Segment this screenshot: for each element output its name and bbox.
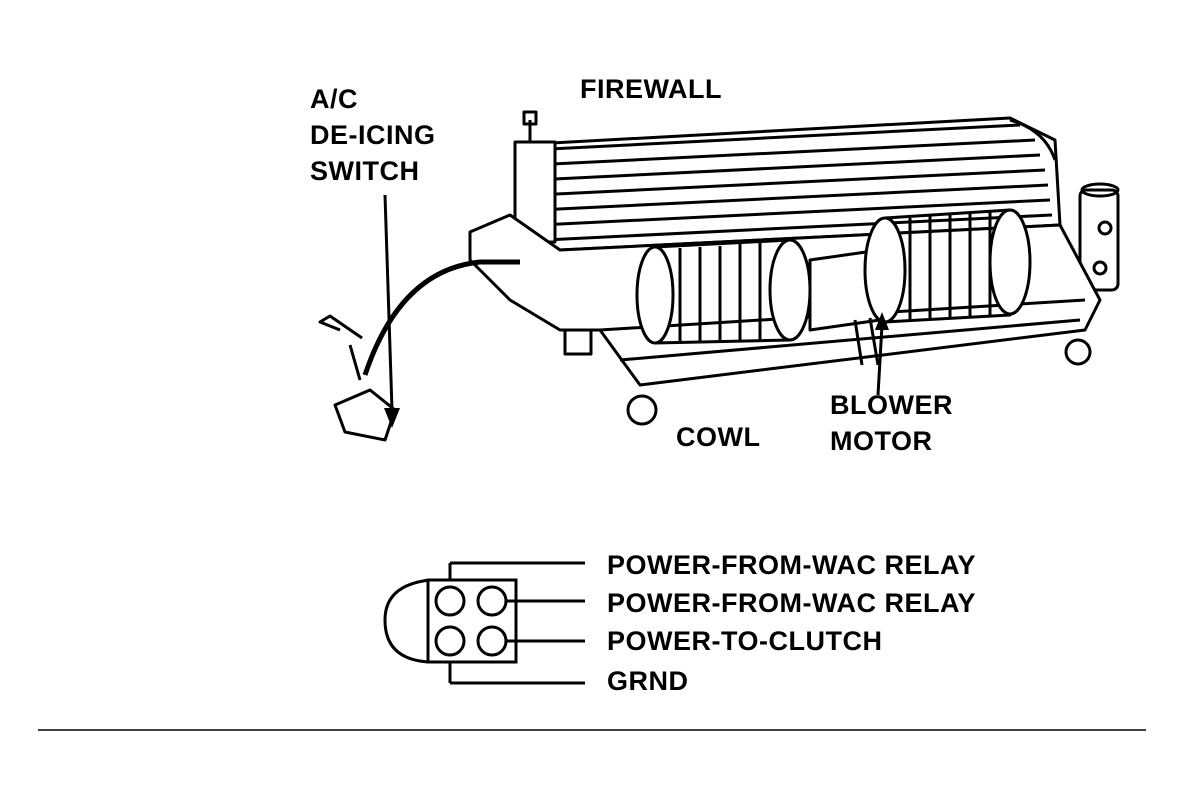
switch-label-line2: DE-ICING xyxy=(310,120,436,150)
blower-wheel-left xyxy=(635,238,812,345)
switch-label-line3: SWITCH xyxy=(310,156,420,186)
blower-wheel-right xyxy=(863,208,1032,324)
cowl-label: COWL xyxy=(676,422,761,452)
blower-label-line2: MOTOR xyxy=(830,426,933,456)
leader-lines xyxy=(383,194,884,411)
motor-arrowhead xyxy=(875,312,889,330)
switch-arrowhead xyxy=(384,408,400,428)
pin-label-4: GRND xyxy=(607,666,689,696)
switch-label-line1: A/C xyxy=(310,84,358,114)
de-icing-switch xyxy=(318,259,520,442)
connector-schematic xyxy=(383,561,585,685)
expansion-valve xyxy=(1078,182,1120,292)
pin-label-2: POWER-FROM-WAC RELAY xyxy=(607,588,976,618)
pin-label-1: POWER-FROM-WAC RELAY xyxy=(607,550,976,580)
pin-label-3: POWER-TO-CLUTCH xyxy=(607,626,883,656)
blower-label-line1: BLOWER xyxy=(830,390,953,420)
firewall-label: FIREWALL xyxy=(580,74,722,104)
